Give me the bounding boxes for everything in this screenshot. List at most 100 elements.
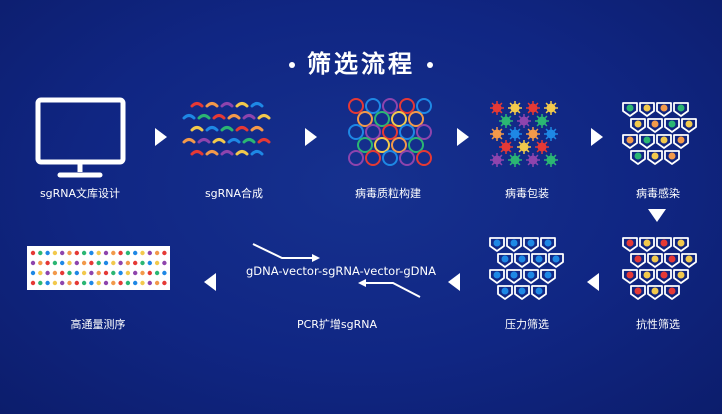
virus-particle	[544, 101, 558, 115]
cell	[656, 269, 672, 284]
title-dot-left	[289, 62, 295, 68]
sequencing-dot	[81, 270, 87, 276]
sequencing-dot	[60, 270, 65, 276]
title-text: 筛选流程	[307, 50, 415, 78]
plasmid-ring	[374, 137, 390, 153]
cell	[656, 102, 672, 117]
sgrna-arc	[197, 138, 211, 144]
sequencing-dot	[147, 270, 152, 276]
virus-particle	[535, 140, 549, 154]
sequencing-dot	[45, 250, 50, 256]
plasmid-ring	[416, 98, 432, 114]
arrow-left-2	[448, 273, 460, 291]
arrow-left-1	[587, 273, 599, 291]
sgrna-arc	[212, 138, 226, 144]
cell	[630, 285, 646, 300]
sequencing-dot	[154, 260, 160, 266]
sequencing-dot	[133, 270, 138, 276]
cell	[548, 253, 564, 268]
sgrna-arc	[257, 114, 271, 120]
virus-particle	[535, 114, 549, 128]
label-pressure-selection: 压力筛选	[505, 318, 549, 331]
sequencing-dot	[147, 260, 152, 266]
sgrna-arc	[205, 126, 219, 132]
sequencing-dot	[111, 260, 116, 266]
sequencing-dot	[140, 270, 145, 276]
sequencing-dot	[74, 250, 80, 256]
plasmid-ring	[374, 111, 390, 127]
sgrna-arc	[250, 126, 264, 132]
sgrna-arc	[242, 114, 256, 120]
sequencing-dot	[67, 280, 72, 286]
sgrna-arc	[235, 102, 249, 108]
cell	[681, 118, 697, 133]
sequencing-dot	[103, 250, 109, 256]
sgrna-arc	[235, 150, 249, 156]
sequencing-dot	[96, 270, 101, 276]
sequencing-dot	[81, 250, 87, 256]
sgrna-arc	[212, 114, 226, 120]
sequencing-dot	[38, 260, 43, 266]
plasmid-ring	[382, 124, 398, 140]
sequencing-dot	[140, 250, 145, 256]
sequencing-dot	[125, 280, 131, 286]
sequencing-dot	[147, 280, 152, 286]
plasmid-ring	[365, 98, 381, 114]
plasmid-rings-icon	[348, 98, 432, 166]
virus-particle	[499, 140, 513, 154]
pressure-cells-icon	[489, 237, 564, 300]
sequencing-dot	[45, 260, 50, 266]
virus-particle	[544, 153, 558, 167]
cell	[681, 253, 697, 268]
sequencing-dot	[111, 270, 116, 276]
sgrna-arc	[220, 102, 234, 108]
sequencing-dot	[125, 250, 131, 256]
arrow-right-2	[305, 128, 317, 146]
cell	[506, 269, 522, 284]
cell	[664, 285, 680, 300]
cell	[647, 150, 663, 165]
sequencing-dot	[89, 280, 94, 286]
virus-particle	[526, 153, 540, 167]
sequencing-dot	[81, 280, 87, 286]
label-virus-packaging: 病毒包装	[505, 187, 549, 200]
cell	[531, 253, 547, 268]
cell	[506, 237, 522, 252]
sequencing-dot	[96, 280, 101, 286]
sequencing-dot	[133, 250, 138, 256]
sgrna-arc	[242, 138, 256, 144]
infected-cells-icon	[622, 102, 697, 165]
sequencing-dot	[67, 250, 72, 256]
sgrna-arc	[235, 126, 249, 132]
sgrna-arc	[197, 114, 211, 120]
virus-particle	[490, 127, 504, 141]
sequencing-dot	[133, 260, 138, 266]
cell	[630, 118, 646, 133]
sgrna-arc	[190, 126, 204, 132]
plasmid-ring	[348, 150, 364, 166]
sequencing-dot	[60, 250, 65, 256]
cell	[622, 134, 638, 149]
plasmid-ring	[391, 111, 407, 127]
cell	[489, 269, 505, 284]
virus-particle	[499, 114, 513, 128]
sequencing-dot	[140, 280, 145, 286]
sgrna-arc	[227, 138, 241, 144]
cell	[531, 285, 547, 300]
cell	[639, 102, 655, 117]
sequencing-dot	[162, 270, 167, 276]
plasmid-ring	[416, 150, 432, 166]
label-plasmid-construction: 病毒质粒构建	[355, 187, 421, 200]
cell	[523, 269, 539, 284]
sgrna-arc	[190, 102, 204, 108]
plasmid-ring	[348, 124, 364, 140]
forward-primer-icon	[252, 243, 320, 262]
sequencing-dot	[67, 270, 72, 276]
plasmid-ring	[348, 98, 364, 114]
sgrna-arc	[182, 138, 196, 144]
sequencing-dot	[30, 280, 36, 286]
sequencing-dot	[38, 250, 43, 256]
sequencing-dot	[118, 280, 123, 286]
cell	[514, 285, 530, 300]
